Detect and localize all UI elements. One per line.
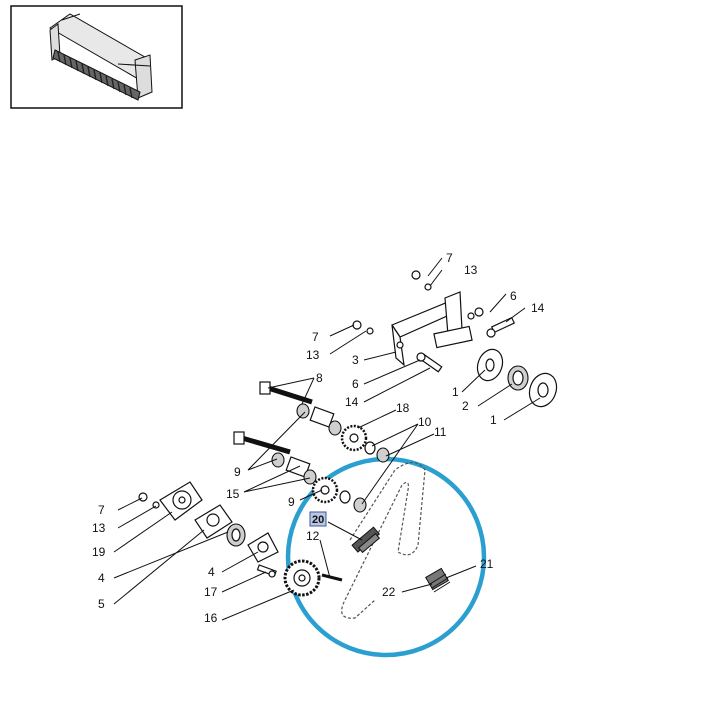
roller-assembly-thumbnail-icon [49,13,153,101]
callout-4-left: 4 [98,571,105,585]
leader-lines [113,257,541,621]
nut-upper-left [352,320,374,335]
nut-left [138,492,160,509]
upper-bracket [391,291,473,367]
long-bolt-lower [233,431,291,455]
callout-1-lower: 1 [490,413,497,427]
callout-17: 17 [204,585,218,599]
callout-14-right: 14 [531,301,545,315]
bolt-upper-right [467,307,516,338]
thumbnail-frame [10,5,183,109]
drive-chain [341,461,426,619]
bolt-bracket-center [416,352,443,373]
callout-11: 11 [434,425,447,439]
callout-2: 2 [462,399,469,413]
thumbnail-panel[interactable] [10,5,183,109]
callout-21: 21 [480,557,494,571]
callout-9-center: 9 [288,495,295,509]
bearing-flange-lower [528,372,558,408]
callout-20[interactable]: 20 [312,514,324,526]
tensioner-spring [425,567,451,593]
key-pin-12 [321,573,343,582]
callout-22: 22 [382,585,396,599]
callout-6-mid: 6 [352,377,359,391]
callout-labels: 7 13 6 14 7 13 3 6 14 1 2 1 8 18 10 11 9… [92,251,545,625]
chain-link-segment [351,526,381,554]
callout-7-mid: 7 [312,330,319,344]
callout-12: 12 [306,529,320,543]
callout-6-right: 6 [510,289,517,303]
callout-13-left: 13 [92,521,106,535]
callout-3: 3 [352,353,359,367]
callout-4-center: 4 [208,565,215,579]
nut-upper-top [411,270,432,291]
sprocket-lower [311,476,339,504]
sprocket-upper [340,424,368,452]
callout-14-mid: 14 [345,395,359,409]
callout-1-upper: 1 [452,385,459,399]
callout-10: 10 [418,415,432,429]
callout-19: 19 [92,545,106,559]
callout-13-top: 13 [464,263,478,277]
washers-10-11 [339,441,390,513]
callout-18: 18 [396,401,410,415]
callout-8: 8 [316,371,323,385]
callout-9-left: 9 [234,465,241,479]
callout-5: 5 [98,597,105,611]
bearing-insert [507,365,529,391]
flange-plate-right [247,532,279,563]
callout-15: 15 [226,487,240,501]
bearing-left [226,523,246,547]
flange-plate-mid [194,504,233,539]
callout-13-mid: 13 [306,348,320,362]
spacer-upper [296,403,342,436]
large-sprocket [283,559,321,597]
callout-16: 16 [204,611,218,625]
callout-20-highlight-box[interactable] [309,511,327,527]
bearing-flange-upper [476,348,504,382]
callout-7-top: 7 [446,251,453,265]
callout-7-left: 7 [98,503,105,517]
bolt-17 [256,564,277,578]
flange-plate-left [159,481,203,521]
